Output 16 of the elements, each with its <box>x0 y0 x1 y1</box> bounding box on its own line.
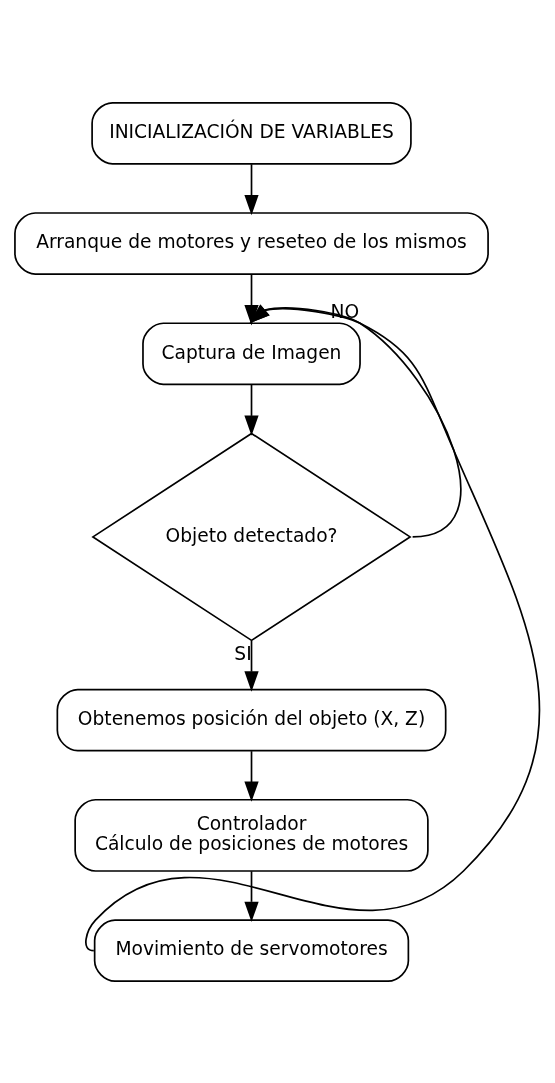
node-box: Obtenemos posición del objeto (X, Z) <box>56 688 447 751</box>
node-diamond: Objeto detectado? <box>91 431 412 641</box>
arrow <box>249 303 462 538</box>
edge-label: SI <box>234 642 252 664</box>
node-box: INICIALIZACIÓN DE VARIABLES <box>91 101 412 165</box>
arrow <box>244 639 259 692</box>
arrow <box>244 869 259 922</box>
arrow <box>85 304 541 952</box>
arrow <box>244 162 259 215</box>
node-box: Controlador Cálculo de posiciones de motores <box>74 798 429 872</box>
arrow <box>244 749 259 802</box>
arrow <box>244 273 259 325</box>
node-box: Movimiento de servomotores <box>93 918 410 982</box>
arrow <box>244 383 259 436</box>
node-box: Captura de Imagen <box>142 321 361 385</box>
node-box: Arranque de motores y reseteo de los mismos <box>14 211 489 275</box>
